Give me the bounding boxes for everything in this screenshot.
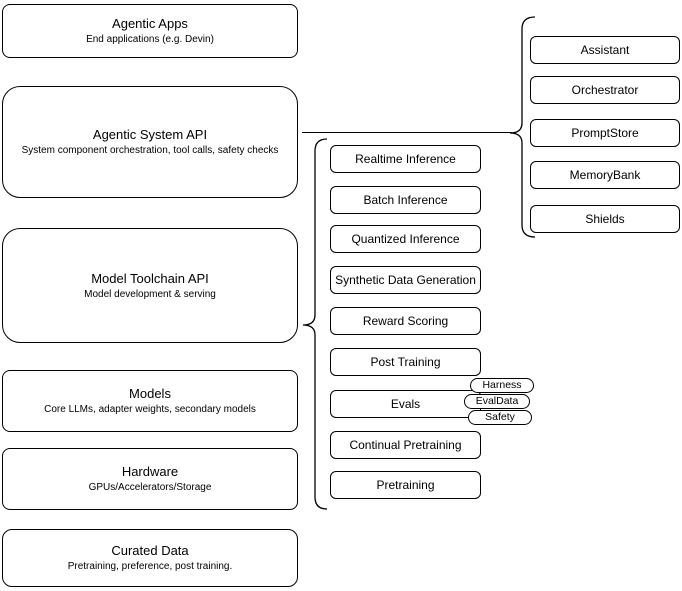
node-subtitle: Model development & serving bbox=[84, 288, 216, 300]
node-shields: Shields bbox=[530, 205, 680, 233]
node-batch-inference: Batch Inference bbox=[330, 186, 481, 214]
node-title: Curated Data bbox=[111, 543, 189, 558]
node-promptstore: PromptStore bbox=[530, 119, 680, 147]
node-models: Models Core LLMs, adapter weights, secon… bbox=[2, 370, 298, 432]
node-curated-data: Curated Data Pretraining, preference, po… bbox=[2, 529, 298, 587]
node-title: Model Toolchain API bbox=[91, 270, 209, 286]
node-assistant: Assistant bbox=[530, 36, 680, 64]
node-hardware: Hardware GPUs/Accelerators/Storage bbox=[2, 448, 298, 510]
node-agentic-system-api: Agentic System API System component orch… bbox=[2, 86, 298, 198]
node-realtime-inference: Realtime Inference bbox=[330, 145, 481, 173]
node-title: Agentic System API bbox=[92, 127, 208, 142]
node-quantized-inference: Quantized Inference bbox=[330, 225, 481, 253]
connector-system-api-line bbox=[302, 132, 512, 133]
node-post-training: Post Training bbox=[330, 348, 481, 376]
node-subtitle: Pretraining, preference, post training. bbox=[67, 561, 233, 572]
node-title: Models bbox=[129, 386, 171, 401]
node-orchestrator: Orchestrator bbox=[530, 76, 680, 104]
node-continual-pretraining: Continual Pretraining bbox=[330, 431, 481, 459]
toolchain-brace bbox=[302, 138, 328, 510]
node-subtitle: System component orchestration, tool cal… bbox=[21, 145, 279, 156]
node-subtitle: End applications (e.g. Devin) bbox=[86, 34, 214, 45]
system-brace bbox=[509, 16, 536, 238]
node-title: Hardware bbox=[121, 464, 179, 479]
badge-safety: Safety bbox=[468, 410, 532, 425]
node-title: Agentic Apps bbox=[112, 16, 188, 31]
badge-harness: Harness bbox=[470, 378, 534, 393]
badge-evaldata: EvalData bbox=[464, 394, 530, 409]
node-memorybank: MemoryBank bbox=[530, 161, 680, 189]
node-evals: Evals bbox=[330, 390, 481, 418]
node-synthetic-data-generation: Synthetic Data Generation bbox=[330, 266, 481, 294]
node-model-toolchain-api: Model Toolchain API Model development & … bbox=[2, 228, 298, 343]
node-subtitle: Core LLMs, adapter weights, secondary mo… bbox=[44, 404, 256, 415]
node-pretraining: Pretraining bbox=[330, 471, 481, 499]
node-agentic-apps: Agentic Apps End applications (e.g. Devi… bbox=[2, 4, 298, 58]
node-reward-scoring: Reward Scoring bbox=[330, 307, 481, 335]
node-subtitle: GPUs/Accelerators/Storage bbox=[88, 482, 212, 493]
